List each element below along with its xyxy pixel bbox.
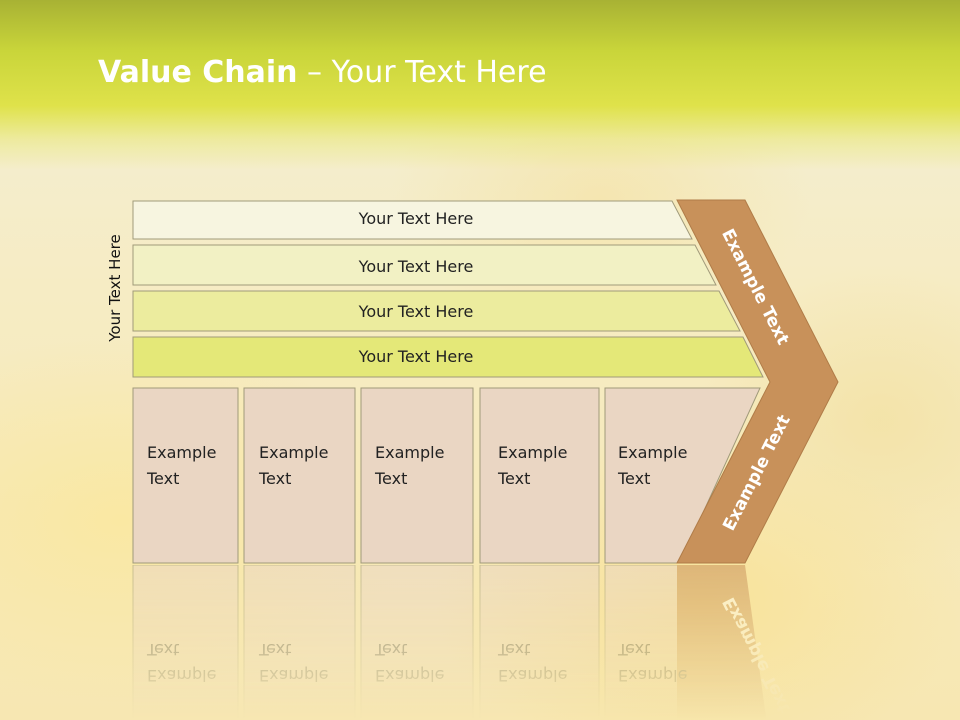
support-row-3-label: Your Text Here: [358, 302, 474, 321]
primary-box-3-line2: Text: [374, 469, 407, 488]
primary-box-4-line2: Text: [497, 469, 530, 488]
primary-box-5-line2: Text: [617, 469, 650, 488]
support-row-2-label: Your Text Here: [358, 257, 474, 276]
reflection-box-4-line2: Text: [497, 640, 530, 659]
primary-box-1-line2: Text: [146, 469, 179, 488]
reflection-box-4-line1: Example: [498, 666, 567, 685]
primary-box-2-line1: Example: [259, 443, 328, 462]
support-row-2[interactable]: [132, 244, 717, 286]
reflection: Example Text Example Text Example Text E…: [132, 564, 795, 720]
primary-box-5-line1: Example: [618, 443, 687, 462]
title-rest: – Your Text Here: [297, 55, 547, 90]
support-row-1-label: Your Text Here: [358, 209, 474, 228]
reflection-box-3-line1: Example: [375, 666, 444, 685]
support-row-4-label: Your Text Here: [358, 347, 474, 366]
reflection-box-4: [479, 564, 600, 720]
reflection-box-5-line2: Text: [617, 640, 650, 659]
reflection-box-3-line2: Text: [374, 640, 407, 659]
slide-title[interactable]: Value Chain – Your Text Here: [98, 55, 547, 90]
primary-box-4-line1: Example: [498, 443, 567, 462]
reflection-box-5-line1: Example: [618, 666, 687, 685]
reflection-box-2: [243, 564, 356, 720]
primary-box-2[interactable]: [243, 387, 356, 564]
reflection-chevron: [677, 565, 767, 720]
support-row-3[interactable]: [132, 290, 741, 332]
support-row-4[interactable]: [132, 336, 764, 378]
primary-box-2-line2: Text: [258, 469, 291, 488]
margin-chevron[interactable]: [676, 199, 839, 564]
primary-box-4[interactable]: [479, 387, 600, 564]
reflection-box-2-line2: Text: [258, 640, 291, 659]
primary-box-3[interactable]: [360, 387, 474, 564]
primary-box-3-line1: Example: [375, 443, 444, 462]
reflection-box-1-line1: Example: [147, 666, 216, 685]
reflection-box-1-line2: Text: [146, 640, 179, 659]
reflection-box-3: [360, 564, 474, 720]
reflection-box-1: [132, 564, 239, 720]
support-row-1[interactable]: [132, 200, 693, 240]
header-band: [0, 0, 960, 170]
reflection-box-2-line1: Example: [259, 666, 328, 685]
primary-box-1-line1: Example: [147, 443, 216, 462]
primary-box-1[interactable]: [132, 387, 239, 564]
title-bold: Value Chain: [98, 55, 298, 90]
